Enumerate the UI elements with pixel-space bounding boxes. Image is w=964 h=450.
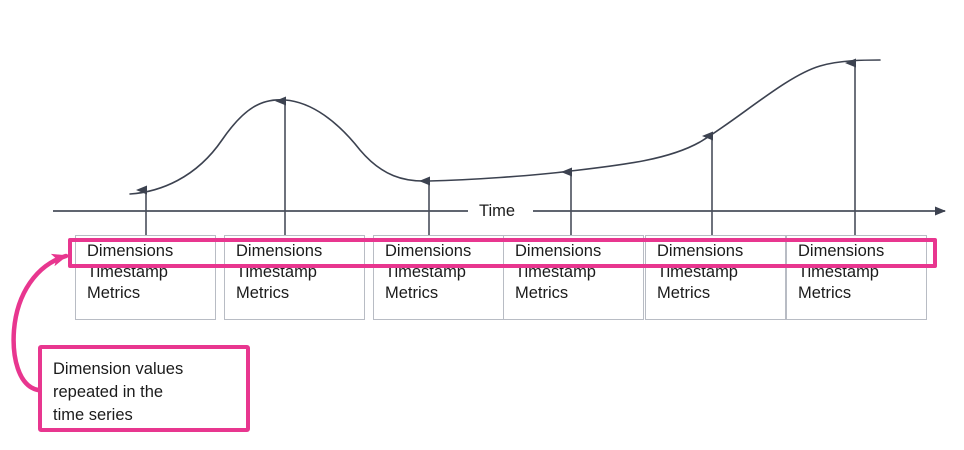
signal-curve <box>129 59 881 195</box>
record-box-6[interactable]: Dimensions Timestamp Metrics <box>786 235 927 320</box>
record-field-dimensions: Dimensions <box>798 242 885 260</box>
record-box-2[interactable]: Dimensions Timestamp Metrics <box>224 235 365 320</box>
record-box-1[interactable]: Dimensions Timestamp Metrics <box>75 235 216 320</box>
record-field-metrics: Metrics <box>385 284 439 302</box>
record-field-metrics: Metrics <box>798 284 852 302</box>
record-field-metrics: Metrics <box>236 284 290 302</box>
callout-text: Dimension values repeated in the time se… <box>53 360 184 424</box>
record-field-dimensions: Dimensions <box>236 242 323 260</box>
record-field-dimensions: Dimensions <box>515 242 602 260</box>
record-field-timestamp: Timestamp <box>515 263 596 281</box>
record-field-timestamp: Timestamp <box>798 263 879 281</box>
record-field-dimensions: Dimensions <box>385 242 472 260</box>
record-field-timestamp: Timestamp <box>385 263 466 281</box>
callout-box: Dimension values repeated in the time se… <box>38 345 250 432</box>
record-field-metrics: Metrics <box>87 284 141 302</box>
record-field-timestamp: Timestamp <box>657 263 738 281</box>
record-field-dimensions: Dimensions <box>657 242 744 260</box>
record-field-metrics: Metrics <box>515 284 569 302</box>
time-axis-label: Time <box>472 202 523 221</box>
record-field-dimensions: Dimensions <box>87 242 174 260</box>
record-box-4[interactable]: Dimensions Timestamp Metrics <box>503 235 644 320</box>
record-field-metrics: Metrics <box>657 284 711 302</box>
record-box-3[interactable]: Dimensions Timestamp Metrics <box>373 235 514 320</box>
record-field-timestamp: Timestamp <box>87 263 168 281</box>
record-field-timestamp: Timestamp <box>236 263 317 281</box>
record-box-5[interactable]: Dimensions Timestamp Metrics <box>645 235 786 320</box>
